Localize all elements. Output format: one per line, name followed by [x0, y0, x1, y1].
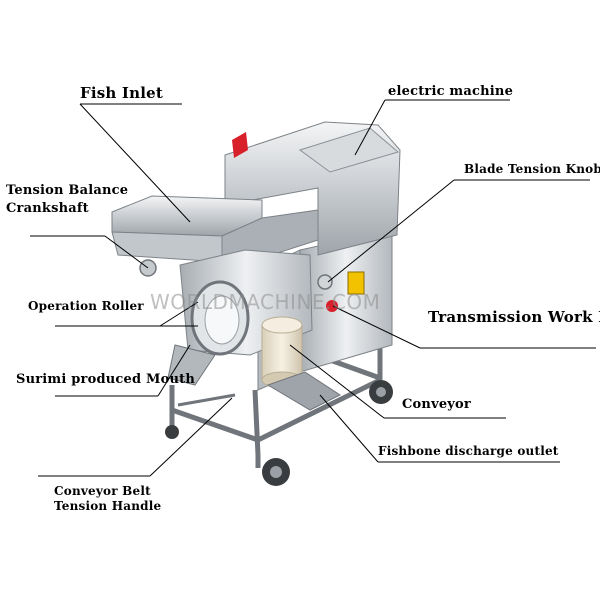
- label-conveyor: Conveyor: [402, 397, 471, 412]
- label-fish-inlet: Fish Inlet: [80, 84, 164, 102]
- fishbone-discharge-chute: [266, 371, 342, 411]
- belt-tension-handle: [177, 393, 236, 407]
- red-accent: [232, 132, 248, 158]
- label-fishbone-outlet: Fishbone discharge outlet: [378, 444, 559, 458]
- callout-lines: [30, 99, 596, 477]
- arrow-fish-inlet: [79, 103, 191, 223]
- hopper-front: [111, 231, 223, 263]
- label-transmission-work-box: Transmission Work Box: [428, 308, 600, 326]
- label-belt-handle-line2: Tension Handle: [54, 499, 162, 513]
- label-tension-balance-line2: Crankshaft: [6, 201, 89, 216]
- arrow-transmission: [332, 305, 421, 349]
- arrow-belt-handle: [149, 397, 233, 477]
- label-electric-machine: electric machine: [388, 84, 514, 99]
- red-control-knob: [326, 300, 338, 312]
- motor-top-panel: [298, 127, 400, 173]
- arrow-operation-roller: [159, 301, 199, 327]
- arrow-blade-tension: [327, 179, 455, 283]
- surimi-mouth-chute: [167, 344, 216, 386]
- label-operation-roller: Operation Roller: [28, 299, 144, 313]
- arrow-conveyor: [289, 344, 385, 419]
- blade-tension-knob: [317, 274, 333, 290]
- wheel: [262, 458, 290, 486]
- watermark-text: WORLDMACHINE.COM: [150, 290, 381, 314]
- wheel: [165, 425, 179, 439]
- roller-inner: [204, 295, 240, 345]
- warning-sticker: [347, 271, 365, 295]
- arrow-surimi: [157, 344, 191, 397]
- label-surimi-mouth: Surimi produced Mouth: [16, 372, 195, 387]
- arrow-electric-machine: [354, 99, 386, 156]
- arrow-tension-balance: [104, 235, 149, 269]
- label-tension-balance-line1: Tension Balance: [6, 183, 129, 198]
- wheel: [369, 380, 393, 404]
- label-belt-handle-line1: Conveyor Belt: [54, 484, 151, 498]
- arrow-fishbone: [319, 394, 379, 463]
- label-blade-tension-knob: Blade Tension Knob: [464, 162, 600, 176]
